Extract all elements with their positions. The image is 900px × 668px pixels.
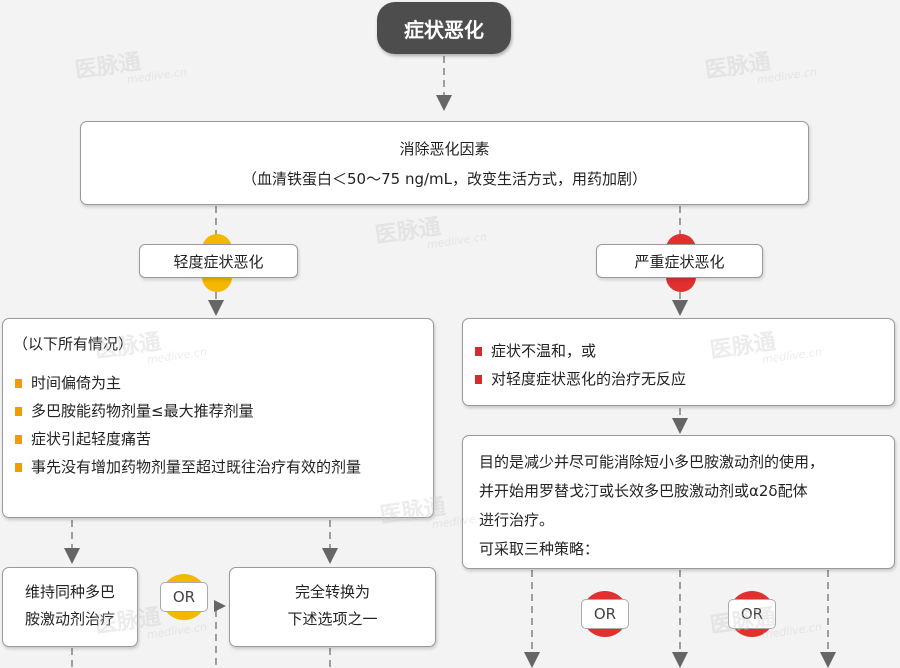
arrow-or-right-head (214, 600, 226, 612)
list-item: 症状不温和，或 (473, 337, 894, 365)
mild-worsening-label: 轻度症状恶化 (139, 244, 298, 278)
severe-conditions-box: 症状不温和，或 对轻度症状恶化的治疗无反应 (462, 318, 895, 406)
severe-conditions-list: 症状不温和，或 对轻度症状恶化的治疗无反应 (473, 337, 894, 393)
goal-line-3: 进行治疗。 (479, 511, 555, 529)
severe-goal-box: 目的是减少并尽可能消除短小多巴胺激动剂的使用， 并开始用罗替戈汀或长效多巴胺激动… (462, 435, 895, 569)
severe-worsening-label: 严重症状恶化 (596, 244, 763, 278)
goal-line-1: 目的是减少并尽可能消除短小多巴胺激动剂的使用， (479, 453, 825, 471)
list-item: 多巴胺能药物剂量≤最大推荐剂量 (13, 397, 433, 425)
red-bullet-icon (475, 375, 482, 384)
or-badge-severe-2: OR (728, 599, 776, 629)
list-item: 症状引起轻度痛苦 (13, 425, 433, 453)
or-badge-mild: OR (160, 582, 208, 612)
maintain-therapy-box: 维持同种多巴 胺激动剂治疗 (2, 567, 138, 647)
switch-line-1: 完全转换为 (294, 583, 370, 601)
orange-bullet-icon (15, 435, 22, 444)
mild-conditions-box: （以下所有情况） 时间偏倚为主 多巴胺能药物剂量≤最大推荐剂量 症状引起轻度痛苦… (2, 318, 434, 518)
switch-therapy-box: 完全转换为 下述选项之一 (229, 567, 436, 647)
goal-line-4: 可采取三种策略： (479, 540, 600, 558)
title-symptom-worsening: 症状恶化 (377, 2, 511, 54)
goal-line-2: 并开始用罗替戈汀或长效多巴胺激动剂或α2δ配体 (479, 482, 808, 500)
maintain-line-2: 胺激动剂治疗 (24, 610, 115, 628)
list-item: 对轻度症状恶化的治疗无反应 (473, 365, 894, 393)
list-item: 时间偏倚为主 (13, 369, 433, 397)
or-badge-severe-1: OR (581, 599, 629, 629)
eliminate-factors-detail: （血清铁蛋白＜50～75 ng/mL，改变生活方式，用药加剧） (242, 170, 647, 188)
orange-bullet-icon (15, 407, 22, 416)
orange-bullet-icon (15, 379, 22, 388)
mild-conditions-list: 时间偏倚为主 多巴胺能药物剂量≤最大推荐剂量 症状引起轻度痛苦 事先没有增加药物… (13, 369, 433, 481)
list-item: 事先没有增加药物剂量至超过既往治疗有效的剂量 (13, 453, 433, 481)
orange-bullet-icon (15, 463, 22, 472)
mild-conditions-heading: （以下所有情况） (13, 335, 134, 353)
eliminate-factors-title: 消除恶化因素 (399, 140, 490, 158)
switch-line-2: 下述选项之一 (287, 610, 378, 628)
maintain-line-1: 维持同种多巴 (24, 583, 115, 601)
red-bullet-icon (475, 347, 482, 356)
eliminate-factors-box: 消除恶化因素 （血清铁蛋白＜50～75 ng/mL，改变生活方式，用药加剧） (80, 121, 809, 205)
